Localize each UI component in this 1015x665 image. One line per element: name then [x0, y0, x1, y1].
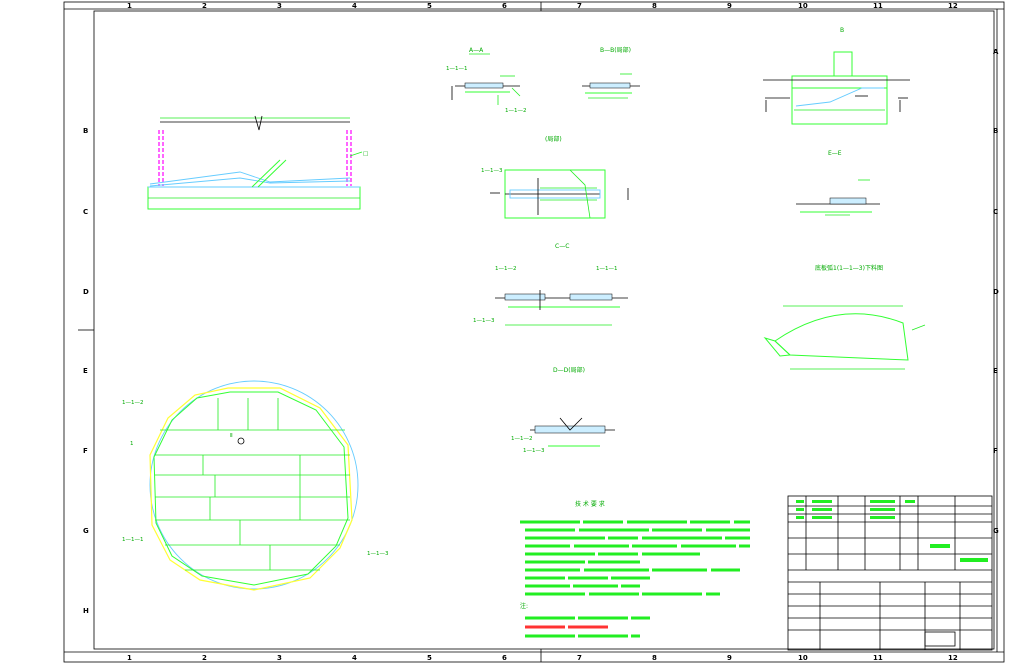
row-zone-labels: B C D E F G H A B C D E F G	[83, 48, 999, 615]
circle-label-3: 1—1—1	[122, 537, 144, 543]
row-zone-label: D	[83, 288, 89, 296]
notes-heading: 技 术 要 求	[575, 500, 605, 508]
sheet-outer-frame	[63, 1, 1005, 663]
row-zone-label: H	[83, 607, 89, 615]
col-zone-label: 4	[352, 2, 357, 10]
col-zone-label: 5	[427, 654, 432, 662]
circle-label-2: 1	[130, 441, 134, 447]
notes-label: 注:	[520, 602, 528, 610]
section-aa-title: A—A	[469, 47, 484, 54]
dd-label-2: 1—1—3	[523, 448, 545, 454]
col-zone-label: 6	[502, 2, 507, 10]
col-zone-label: 3	[277, 654, 282, 662]
title-block	[787, 495, 993, 651]
section-b-view: B	[763, 27, 910, 125]
col-zone-label: 1	[127, 2, 132, 10]
section-ee-title: E—E	[828, 150, 842, 157]
col-zone-label: 11	[873, 654, 883, 662]
cc-label-3: 1—1—3	[473, 318, 495, 324]
dd-label-1: 1—1—2	[511, 436, 533, 442]
cc-label-2: 1—1—1	[596, 266, 618, 272]
row-zone-label: G	[993, 527, 999, 535]
section-aa-view: A—A 1—1—1 1—1—2	[446, 47, 527, 114]
elevation-view: □	[147, 115, 368, 210]
plan-title: (局部)	[545, 135, 562, 143]
row-zone-label: B	[83, 127, 88, 135]
circle-plan-view: 1—1—2 1 1—1—1 1—1—3 Ⅱ	[122, 380, 389, 591]
col-zone-label: 12	[948, 654, 958, 662]
column-zone-labels: 1 2 3 4 5 6 7 8 9 10 11 12 1 2 3 4 5 6 7…	[127, 2, 958, 662]
col-zone-label: 1	[127, 654, 132, 662]
section-dd-view: D—D(局部) 1—1—2 1—1—3	[511, 366, 615, 454]
aa-label-1: 1—1—1	[446, 66, 468, 72]
row-zone-label: D	[993, 288, 999, 296]
circle-label-1: 1—1—2	[122, 400, 144, 406]
plan-label-1: 1—1—3	[481, 168, 503, 174]
col-zone-label: 8	[652, 654, 657, 662]
col-zone-label: 12	[948, 2, 958, 10]
section-cc-view: C—C 1—1—2 1—1—1 1—1—3	[473, 243, 628, 326]
col-zone-label: 7	[577, 2, 582, 10]
row-zone-label: G	[83, 527, 89, 535]
col-zone-label: 10	[798, 2, 808, 10]
section-bb-view: B—B(局部)	[582, 46, 640, 99]
col-zone-label: 10	[798, 654, 808, 662]
section-b-title: B	[840, 27, 844, 34]
row-zone-label: A	[993, 48, 999, 56]
col-zone-label: 6	[502, 654, 507, 662]
col-zone-label: 9	[727, 654, 732, 662]
row-zone-label: C	[993, 208, 998, 216]
col-zone-label: 9	[727, 2, 732, 10]
callout-right: □	[363, 151, 368, 157]
col-zone-label: 4	[352, 654, 357, 662]
aa-label-2: 1—1—2	[505, 108, 527, 114]
detail-right-title: 底板弧1(1—1—3)下料图	[815, 264, 883, 272]
row-zone-label: B	[993, 127, 998, 135]
circle-label-5: Ⅱ	[230, 433, 233, 439]
detail-right-view: 底板弧1(1—1—3)下料图	[763, 264, 926, 370]
col-zone-label: 2	[202, 2, 207, 10]
row-zone-label: C	[83, 208, 88, 216]
col-zone-label: 3	[277, 2, 282, 10]
col-zone-label: 8	[652, 2, 657, 10]
circle-label-4: 1—1—3	[367, 551, 389, 557]
col-zone-label: 2	[202, 654, 207, 662]
col-zone-label: 5	[427, 2, 432, 10]
section-bb-title: B—B(局部)	[600, 46, 631, 54]
section-cc-title: C—C	[555, 243, 569, 250]
row-zone-label: E	[993, 367, 998, 375]
row-zone-label: E	[83, 367, 88, 375]
technical-notes: 技 术 要 求 注:	[520, 500, 750, 638]
section-ee-view: E—E	[796, 150, 880, 216]
plan-view: (局部) 1—1—3	[481, 135, 629, 219]
col-zone-label: 11	[873, 2, 883, 10]
row-zone-label: F	[993, 447, 998, 455]
section-dd-title: D—D(局部)	[553, 366, 585, 374]
cc-label-1: 1—1—2	[495, 266, 517, 272]
row-zone-label: F	[83, 447, 88, 455]
col-zone-label: 7	[577, 654, 582, 662]
